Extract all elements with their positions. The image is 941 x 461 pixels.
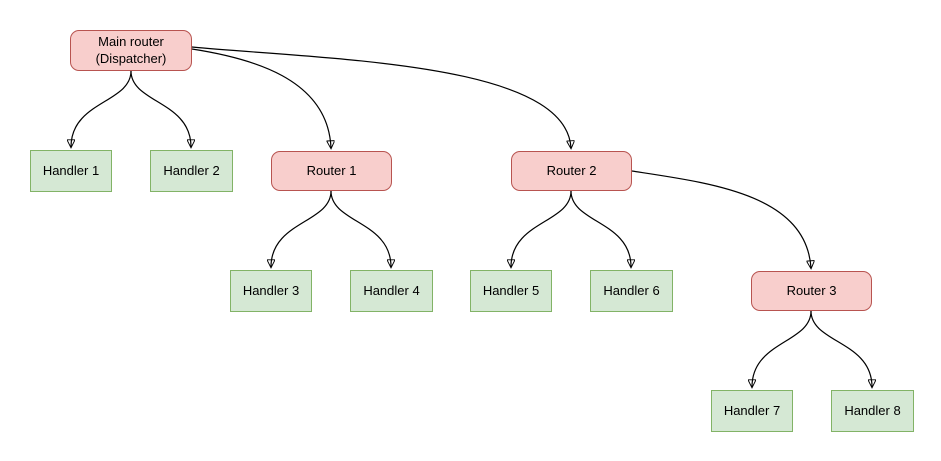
edge-router-1-to-handler-4 — [330, 190, 391, 267]
node-handler-1: Handler 1 — [30, 150, 112, 192]
node-handler-4: Handler 4 — [350, 270, 433, 312]
node-handler-3-label: Handler 3 — [242, 282, 300, 298]
edge-main-to-handler-1 — [71, 70, 132, 147]
node-handler-2: Handler 2 — [150, 150, 233, 192]
node-router-2: Router 2 — [511, 151, 632, 191]
node-router-1-label: Router 1 — [306, 162, 357, 178]
edge-main-to-router-1 — [191, 48, 331, 148]
node-router-2-label: Router 2 — [546, 162, 597, 178]
node-router-1: Router 1 — [271, 151, 392, 191]
node-handler-7-label: Handler 7 — [723, 402, 781, 418]
node-handler-8: Handler 8 — [831, 390, 914, 432]
node-handler-4-label: Handler 4 — [363, 282, 420, 298]
edge-router-3-to-handler-8 — [810, 310, 872, 387]
edge-main-to-handler-2 — [130, 70, 191, 147]
node-main-router: Main router (Dispatcher) — [70, 30, 192, 71]
edge-router-2-to-router-3 — [631, 170, 811, 268]
node-router-3: Router 3 — [751, 271, 872, 311]
edge-router-1-to-handler-3 — [271, 190, 332, 267]
edge-router-3-to-handler-7 — [752, 310, 812, 387]
node-handler-1-label: Handler 1 — [42, 162, 100, 178]
node-handler-8-label: Handler 8 — [844, 402, 901, 418]
edge-router-2-to-handler-6 — [570, 190, 631, 267]
node-handler-6: Handler 6 — [590, 270, 673, 312]
node-handler-7: Handler 7 — [711, 390, 793, 432]
node-main-router-label-line2: (Dispatcher) — [95, 50, 167, 66]
node-handler-5: Handler 5 — [470, 270, 552, 312]
node-handler-6-label: Handler 6 — [603, 282, 660, 298]
node-handler-3: Handler 3 — [230, 270, 312, 312]
edge-router-2-to-handler-5 — [511, 190, 572, 267]
node-handler-5-label: Handler 5 — [482, 282, 540, 298]
node-router-3-label: Router 3 — [786, 282, 837, 298]
edge-main-to-router-2 — [191, 46, 571, 148]
node-handler-2-label: Handler 2 — [163, 162, 220, 178]
node-main-router-label-line1: Main router — [98, 33, 164, 49]
